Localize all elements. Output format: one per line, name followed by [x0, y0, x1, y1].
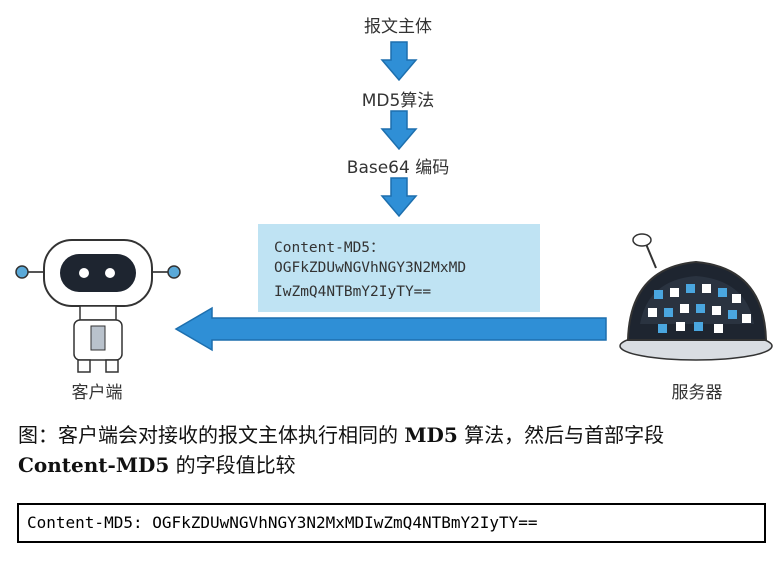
- flow-step-base64: Base64 编码: [346, 158, 450, 178]
- content-md5-value-line2: IwZmQ4NTBmY2IyTY==: [274, 284, 432, 300]
- flow-step-message-body: 报文主体: [364, 17, 432, 37]
- caption-text-2: 算法，然后与首部字段: [457, 423, 665, 447]
- flow-step-md5: MD5算法: [361, 91, 435, 111]
- down-arrow-icon: [380, 110, 418, 151]
- down-arrow-icon: [380, 41, 418, 82]
- server-label: 服务器: [671, 383, 723, 403]
- content-md5-box: [258, 224, 540, 312]
- client-robot-icon: [15, 239, 181, 373]
- client-label: 客户端: [71, 383, 123, 403]
- caption-text-3: 的字段值比较: [169, 453, 296, 477]
- server-robot-icon: [619, 233, 773, 361]
- left-arrow-icon: [174, 306, 607, 352]
- figure-caption: 图：客户端会对接收的报文主体执行相同的 MD5 算法，然后与首部字段 Conte…: [18, 420, 763, 480]
- code-line-box: Content-MD5: OGFkZDUwNGVhNGY3N2MxMDIwZmQ…: [17, 503, 766, 543]
- code-line-text: Content-MD5: OGFkZDUwNGVhNGY3N2MxMDIwZmQ…: [27, 513, 538, 532]
- caption-bold-md5: MD5: [404, 423, 458, 447]
- caption-text-1: 图：客户端会对接收的报文主体执行相同的: [18, 423, 405, 447]
- caption-bold-content-md5: Content-MD5: [18, 453, 170, 477]
- content-md5-value-line1: OGFkZDUwNGVhNGY3N2MxMD: [274, 260, 467, 276]
- down-arrow-icon: [380, 177, 418, 218]
- content-md5-label: Content-MD5：: [274, 240, 385, 256]
